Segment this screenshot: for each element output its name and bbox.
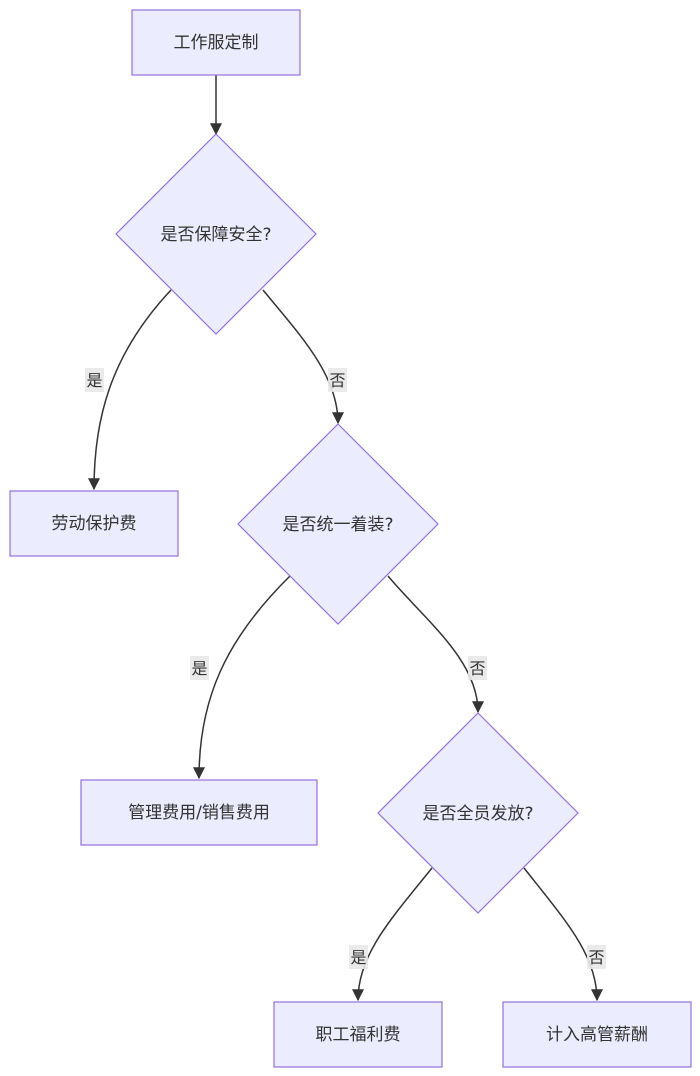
- node-exec-pay: 计入高管薪酬: [502, 1001, 692, 1068]
- node-question-safety: 是否保障安全?: [115, 133, 317, 335]
- edge-label-all-no: 否: [587, 945, 606, 969]
- edge-label-uniform-yes: 是: [190, 656, 209, 680]
- edge-uniform-yes: [193, 575, 291, 780]
- node-welfare: 职工福利费: [273, 1001, 443, 1068]
- edge-label-all-yes-text: 是: [350, 948, 366, 967]
- node-admin-sales-label: 管理费用/销售费用: [128, 803, 270, 823]
- node-question-uniform: 是否统一着装?: [237, 423, 439, 625]
- node-question-safety-label: 是否保障安全?: [160, 225, 271, 245]
- edge-all-yes: [352, 867, 433, 1002]
- edge-label-uniform-yes-text: 是: [191, 659, 207, 678]
- edge-label-uniform-no-text: 否: [469, 659, 485, 678]
- edge-label-all-no-text: 否: [588, 948, 604, 967]
- node-labor-protection-label: 劳动保护费: [52, 514, 137, 534]
- node-question-uniform-label: 是否统一着装?: [282, 515, 393, 535]
- node-question-all-staff-label: 是否全员发放?: [422, 804, 533, 824]
- node-admin-sales: 管理费用/销售费用: [80, 779, 318, 846]
- edge-label-safety-no: 否: [328, 368, 347, 392]
- edge-label-safety-no-text: 否: [329, 371, 345, 390]
- edge-safety-no: [262, 289, 344, 425]
- node-labor-protection: 劳动保护费: [9, 490, 179, 557]
- edge-label-all-yes: 是: [349, 945, 368, 969]
- node-question-all-staff: 是否全员发放?: [377, 712, 579, 914]
- node-start: 工作服定制: [131, 9, 301, 76]
- edge-label-safety-yes-text: 是: [86, 371, 102, 390]
- node-start-label: 工作服定制: [174, 33, 259, 53]
- edge-label-safety-yes: 是: [85, 368, 104, 392]
- edge-uniform-no: [387, 575, 484, 714]
- edge-label-uniform-no: 否: [468, 656, 487, 680]
- node-welfare-label: 职工福利费: [316, 1025, 401, 1045]
- edge-all-no: [523, 867, 603, 1002]
- edge-safety-yes: [88, 289, 172, 491]
- node-exec-pay-label: 计入高管薪酬: [546, 1025, 648, 1045]
